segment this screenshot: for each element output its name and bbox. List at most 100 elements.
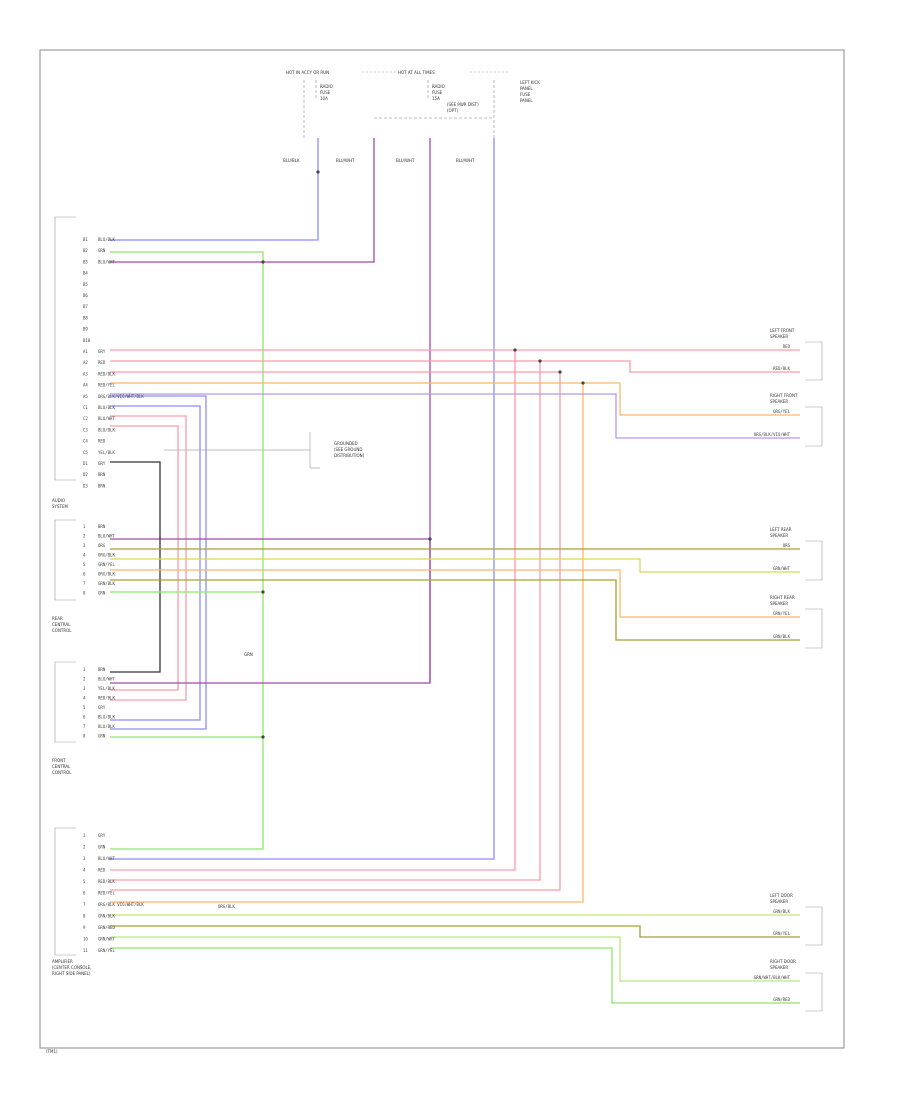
audio-pin-wire: RED	[98, 360, 106, 365]
audio-pin-id: B10	[83, 338, 91, 343]
front-pin-id: 7	[83, 724, 86, 729]
front-central-control-box: FRONT CENTRAL CONTROL	[52, 661, 76, 775]
svg-text:AUDIO: AUDIO	[52, 498, 65, 503]
rear-pin-id: 6	[83, 572, 86, 577]
amp-pin-wire: GRN/BLK	[98, 914, 115, 919]
wire-lf-speaker-red	[110, 349, 516, 871]
diagram-frame	[39, 49, 845, 1049]
speaker-name: SPEAKER	[770, 965, 788, 970]
svg-text:10A: 10A	[320, 96, 328, 101]
wire-audio-to-amp-blue	[110, 395, 207, 730]
speaker-wire-label: GRN/YEL	[773, 611, 790, 616]
amp-pin-id: 11	[83, 948, 88, 953]
front-pin-wire: BLU/BLK	[98, 715, 115, 720]
wire-orange-run	[110, 382, 584, 903]
audio-pin-id: C1	[83, 405, 88, 410]
drop-label-1: BLU/BLK	[283, 158, 300, 163]
speaker-name: RIGHT REAR	[770, 595, 795, 600]
speaker-wire-label: GRN/YEL	[773, 931, 790, 936]
audio-pin-id: B3	[83, 259, 88, 264]
svg-text:CONTROL: CONTROL	[52, 628, 72, 633]
audio-pin-id: A1	[83, 349, 88, 354]
wire-lf-speaker-redblk	[110, 360, 541, 881]
svg-text:SYSTEM: SYSTEM	[52, 504, 68, 509]
audio-pin-wire: RED/YEL	[98, 383, 115, 388]
front-pin-id: 1	[83, 667, 86, 672]
audio-pin-wire: BRN	[98, 472, 106, 477]
speaker-name: SPEAKER	[770, 533, 788, 538]
splice-dot	[428, 537, 432, 541]
drop-label-2: BLU/WHT	[336, 158, 355, 163]
audio-pin-wire: YEL/BLK	[98, 450, 115, 455]
frame-tag: (TM1)	[46, 1049, 58, 1054]
svg-text:FUSE: FUSE	[520, 92, 531, 97]
svg-text:(SEE GROUND: (SEE GROUND	[334, 447, 362, 452]
svg-text:CONTROL: CONTROL	[52, 770, 72, 775]
wire-rear-to-front-violet	[110, 538, 431, 684]
svg-text:CENTRAL: CENTRAL	[52, 622, 71, 627]
audio-pin-wire: BLU/WHT	[98, 259, 115, 264]
audio-pin-id: A3	[83, 371, 88, 376]
speaker-wire-label: GRN/RED	[773, 997, 790, 1002]
speaker-name: LEFT DOOR	[770, 893, 793, 898]
ground-splice-note: GROUNDED (SEE GROUND DISTRIBUTION)	[164, 432, 365, 469]
audio-pin-id: B4	[83, 271, 88, 276]
wire-amp-blue-feed	[110, 138, 495, 860]
speaker-wire-label: ORG/YEL	[773, 409, 790, 414]
svg-text:DISTRIBUTION): DISTRIBUTION)	[334, 453, 365, 458]
svg-text:REAR: REAR	[52, 616, 63, 621]
splice-dot	[538, 359, 542, 363]
speaker-name: LEFT REAR	[770, 527, 792, 532]
audio-pin-wire: ORG/BLK/VIO/WHT/BLK	[98, 394, 144, 399]
rear-pin-wire: GRN/YEL	[98, 562, 115, 567]
wire-audio-to-amp-blue2	[110, 405, 201, 721]
front-pin-id: 6	[83, 715, 86, 720]
speaker-name: RIGHT FRONT	[770, 393, 798, 398]
speaker-wire-label: RED	[783, 344, 791, 349]
front-pin-wire: YEL/BLK	[98, 686, 115, 691]
source-b-label: HOT AT ALL TIMES	[398, 70, 435, 75]
wire-lr-speaker-out2	[110, 558, 800, 573]
amp-pin-wire: GRN/RED	[98, 925, 115, 930]
amp-pin-id: 3	[83, 856, 86, 861]
wire-rd-speaker-out2	[110, 947, 800, 1004]
audio-pin-id: B1	[83, 237, 88, 242]
svg-text:GROUNDED: GROUNDED	[334, 441, 358, 446]
rear-pin-id: 2	[83, 534, 86, 539]
speaker-wire-label: GRN/BLK	[773, 634, 790, 639]
audio-system-box: AUDIO SYSTEM	[52, 216, 76, 509]
fuse-panel-label: LEFT KICK PANEL FUSE PANEL	[520, 80, 540, 103]
audio-pin-id: A5	[83, 394, 88, 399]
speaker-wire-label: RED/BLK	[773, 366, 790, 371]
wire-audio-ground-run	[110, 251, 264, 850]
amp-pin-id: 8	[83, 914, 86, 919]
front-pin-wire: BLU/BLK	[98, 724, 115, 729]
svg-text:AMPLIFIER: AMPLIFIER	[52, 959, 73, 964]
rear-pin-id: 5	[83, 562, 86, 567]
audio-pin-wire: RED	[98, 439, 106, 444]
rear-pin-wire: BRN	[98, 524, 106, 529]
audio-pin-wire: BLU/BLK	[98, 405, 115, 410]
wire-gray-bundle	[110, 461, 161, 673]
svg-text:15A: 15A	[432, 96, 440, 101]
amp-pin-id: 1	[83, 833, 86, 838]
amp-pin-wire: GRN/WHT	[98, 937, 115, 942]
amp-pin-id: 4	[83, 868, 86, 873]
splice-dot	[261, 260, 265, 264]
wire-rf-speaker-out	[583, 382, 800, 416]
audio-pin-id: D2	[83, 472, 88, 477]
rear-pin-wire: ORG	[98, 543, 106, 548]
audio-pin-wire: GRY	[98, 461, 106, 466]
splice-dot	[261, 590, 265, 594]
wire-rd-speaker-out	[110, 936, 690, 982]
svg-text:RIGHT SIDE PANEL): RIGHT SIDE PANEL)	[52, 971, 91, 976]
fuse-a-label: RADIO FUSE 10A	[320, 84, 333, 101]
amp-pin-id: 2	[83, 845, 86, 850]
audio-pin-wire: GRY	[98, 349, 106, 354]
rear-pin-id: 3	[83, 543, 86, 548]
speaker-wire-label: ORG/BLK/VIO/WHT	[754, 432, 791, 437]
